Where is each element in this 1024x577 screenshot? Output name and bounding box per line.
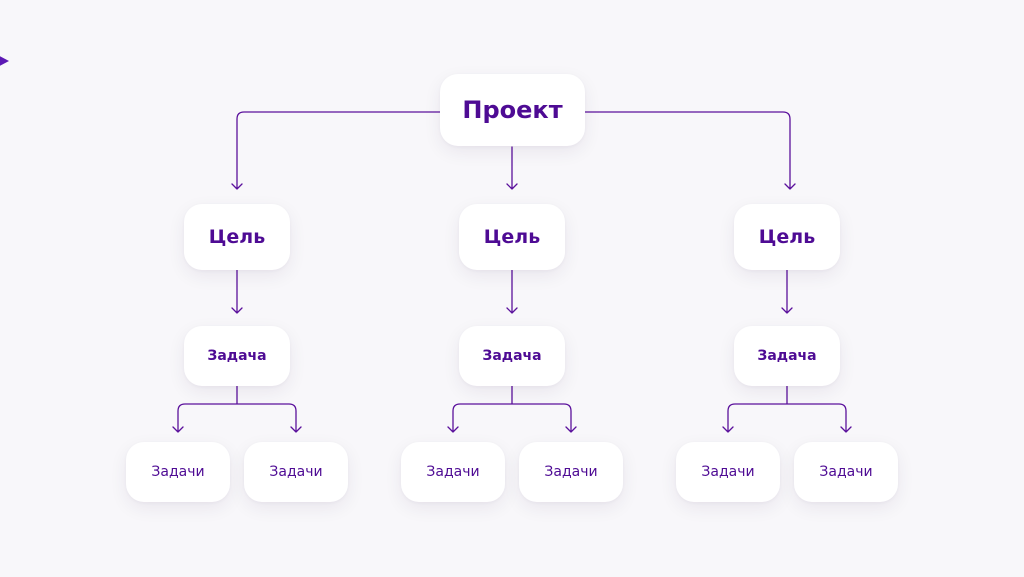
connector-goal-task-3 (781, 269, 793, 314)
node-subtask-3-1: Задачи (676, 442, 780, 502)
connector-root-goal-3 (584, 111, 796, 190)
connector-root-goal-2 (506, 146, 518, 190)
node-subtask-2-1: Задачи (401, 442, 505, 502)
node-goal-2: Цель (459, 204, 565, 270)
connector-task-1-subtasks (172, 385, 302, 433)
node-task-3: Задача (734, 326, 840, 386)
connector-goal-task-1 (231, 269, 243, 314)
corner-triangle-icon (0, 50, 9, 72)
node-subtask-1-2: Задачи (244, 442, 348, 502)
connector-goal-task-2 (506, 269, 518, 314)
node-subtask-2-2: Задачи (519, 442, 623, 502)
node-task-2: Задача (459, 326, 565, 386)
node-subtask-1-1: Задачи (126, 442, 230, 502)
node-project: Проект (440, 74, 585, 146)
node-goal-3: Цель (734, 204, 840, 270)
connector-root-goal-1 (231, 111, 441, 190)
connector-task-2-subtasks (447, 385, 577, 433)
connector-task-3-subtasks (722, 385, 852, 433)
node-subtask-3-2: Задачи (794, 442, 898, 502)
node-task-1: Задача (184, 326, 290, 386)
node-goal-1: Цель (184, 204, 290, 270)
